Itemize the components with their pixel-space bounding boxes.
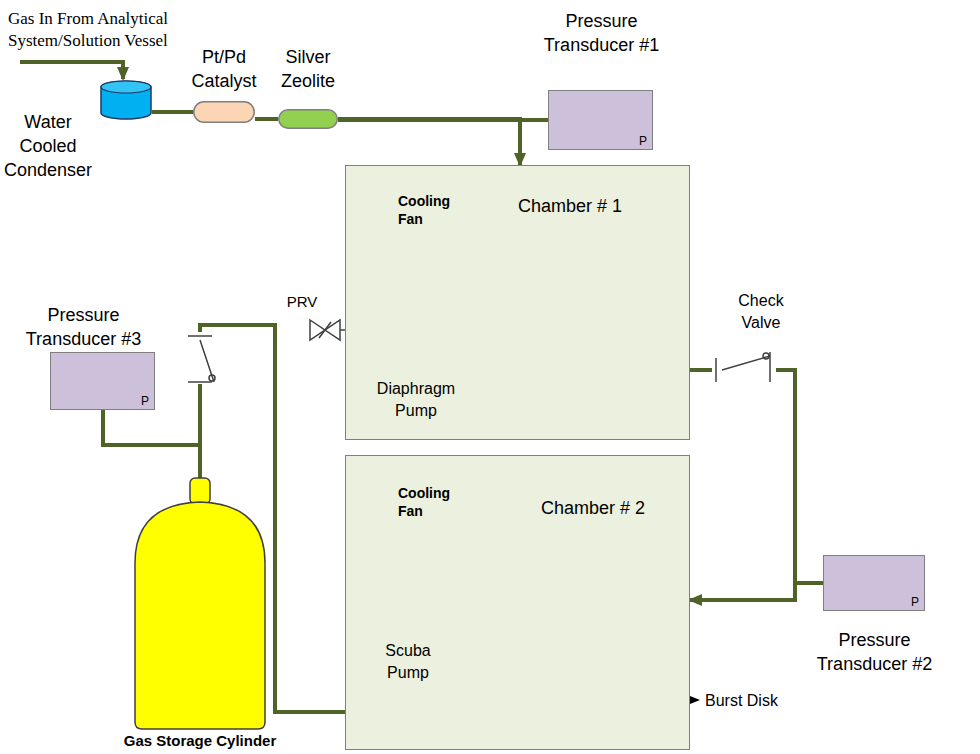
unit-letter: P xyxy=(141,394,149,408)
node-label: Water Cooled Condenser xyxy=(0,110,98,182)
node-label: Pt/Pd Catalyst xyxy=(184,45,264,93)
pump-label: Diaphragm Pump xyxy=(370,378,462,422)
node-label: Silver Zeolite xyxy=(268,45,348,93)
fan-label: Cooling Fan xyxy=(398,192,458,228)
condenser: Water Cooled Condenser xyxy=(100,80,152,120)
pressure-transducer: Pressure Transducer #1P xyxy=(548,90,653,150)
chamber-box: Chamber # 2 xyxy=(345,455,690,750)
valve-label: Check Valve xyxy=(725,290,797,334)
node-label: Pressure Transducer #2 xyxy=(812,628,937,676)
fan-label: Cooling Fan xyxy=(398,484,458,520)
gas-inlet-pipe xyxy=(20,62,123,79)
node-label: Gas Storage Cylinder xyxy=(110,732,290,750)
pressure-transducer: Pressure Transducer #3P xyxy=(50,352,155,410)
node-label: Chamber # 2 xyxy=(541,496,681,520)
valve-label: PRV xyxy=(282,292,322,312)
node-label: Pressure Transducer #3 xyxy=(21,303,146,351)
pipe-connector xyxy=(690,370,795,600)
unit-letter: P xyxy=(911,595,919,609)
condenser-shape xyxy=(100,80,152,120)
pipe-connector xyxy=(103,410,200,478)
pipe-connector xyxy=(338,118,548,122)
inlet-label: Gas In From Analytical System/Solution V… xyxy=(8,8,218,52)
pipe-connector xyxy=(338,119,520,165)
node-label: Chamber # 1 xyxy=(518,194,668,218)
pipe-connector xyxy=(152,110,193,114)
check-valve-symbol xyxy=(188,332,215,384)
chamber-box: Chamber # 1 xyxy=(345,165,690,440)
burst-disk-label: Burst Disk xyxy=(705,690,795,711)
zeolite-cartridge-shape xyxy=(278,109,338,129)
unit-letter: P xyxy=(639,134,647,148)
pipe-connector xyxy=(255,117,278,121)
pipe-connector xyxy=(690,370,823,583)
zeolite-cartridge: Silver Zeolite xyxy=(278,109,338,129)
gas-cylinder-shape xyxy=(130,478,270,730)
pump-label: Scuba Pump xyxy=(376,640,440,684)
gas-cylinder: Gas Storage Cylinder xyxy=(130,478,270,730)
pressure-transducer: Pressure Transducer #2P xyxy=(823,555,925,611)
catalyst-cartridge: Pt/Pd Catalyst xyxy=(193,101,255,123)
catalyst-cartridge-shape xyxy=(193,101,255,123)
check-valve-symbol xyxy=(712,352,776,382)
node-label: Pressure Transducer #1 xyxy=(539,9,664,57)
